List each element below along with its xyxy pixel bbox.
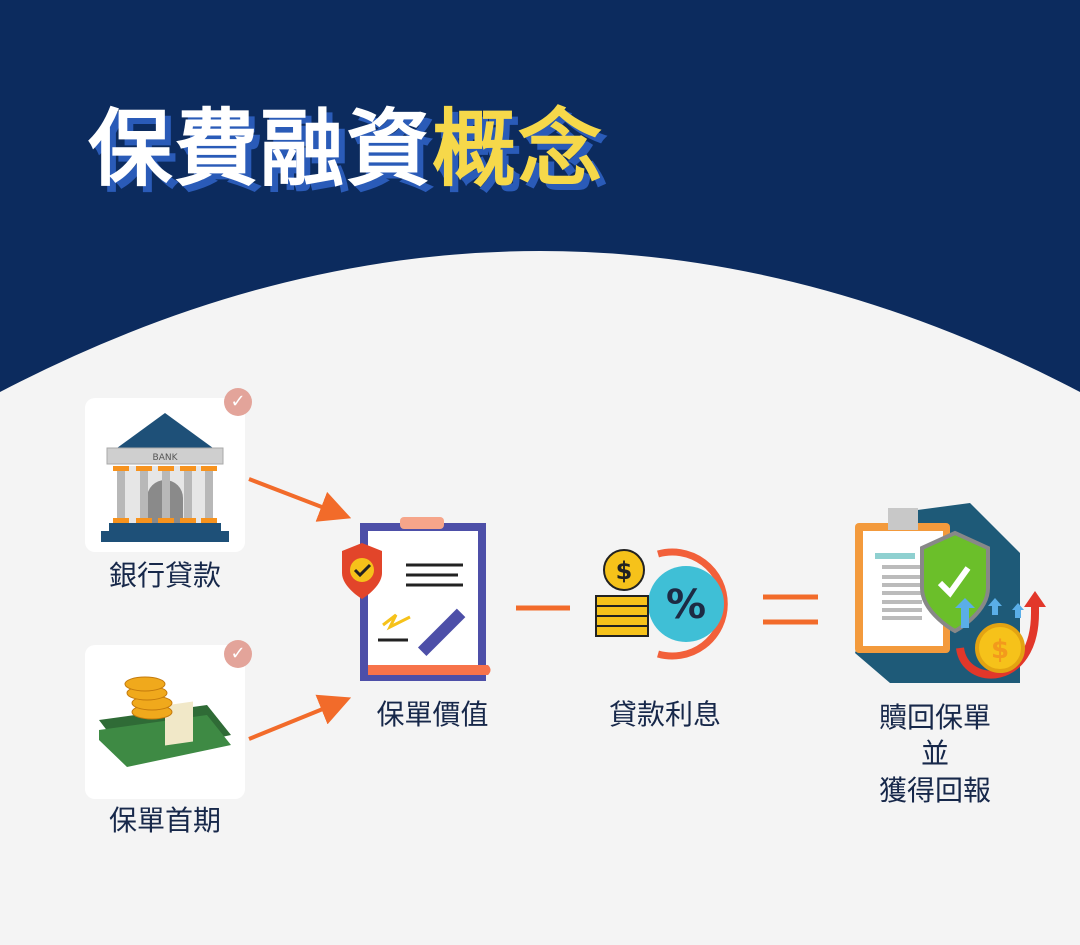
result-label-line-1: 贖回保單 [878, 701, 991, 734]
money-stack-icon [99, 676, 231, 767]
signed-contract-icon [342, 517, 491, 681]
bank-loan-label: 銀行貸款 [108, 559, 221, 592]
svg-text:$: $ [616, 557, 633, 585]
title-highlight: 概念 [432, 100, 605, 198]
page-title: 保費融資概念 [88, 100, 605, 198]
loan-interest-label: 貸款利息 [608, 698, 721, 731]
bank-loan-card: BANK [85, 398, 245, 552]
first-premium-card [85, 645, 245, 799]
policy-value-label: 保單價值 [376, 698, 489, 731]
check-badge-icon: ✓ [224, 388, 252, 416]
coins-percent-icon: % $ [595, 548, 728, 660]
check-badge-icon: ✓ [224, 640, 252, 668]
svg-text:BANK: BANK [153, 453, 179, 463]
result-label-line-3: 獲得回報 [878, 774, 991, 807]
bank-icon: BANK [101, 413, 229, 542]
svg-text:$: $ [991, 635, 1009, 665]
first-premium-label: 保單首期 [108, 804, 221, 837]
svg-text:%: % [666, 582, 706, 628]
insured-returns-icon: $ [855, 503, 1046, 683]
result-label-line-2: 並 [920, 737, 949, 770]
